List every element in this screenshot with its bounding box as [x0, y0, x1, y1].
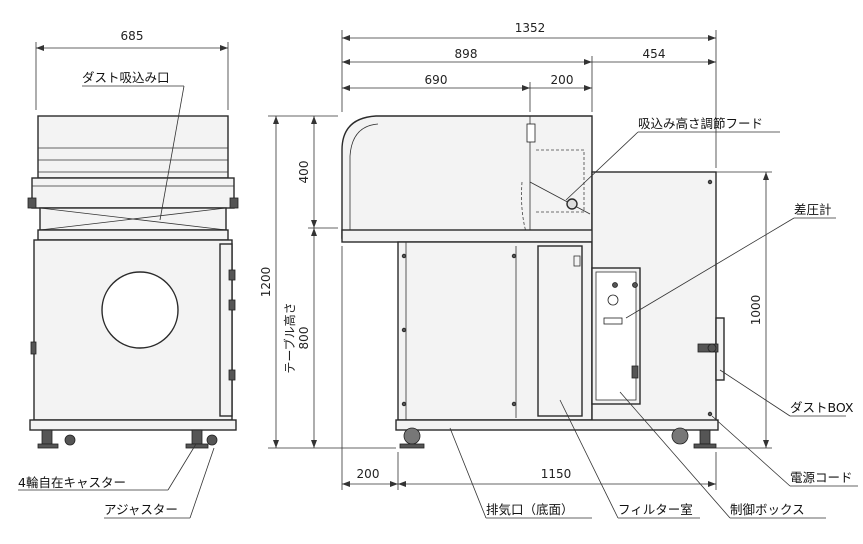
callout-suction-hood: 吸込み高さ調節フード [565, 116, 780, 201]
side-hood [341, 115, 593, 239]
side-filter-door [537, 245, 583, 417]
dim-hood-length: 690 200 [342, 73, 592, 112]
dim-bottom: 200 1150 [341, 246, 717, 490]
dim-hood-offset-label: 200 [551, 73, 574, 87]
callout-filter-room: フィルター室 [559, 399, 700, 519]
callout-exhaust: 排気口（底面） [449, 427, 592, 519]
dim-bottom-length-label: 1150 [541, 467, 572, 481]
dim-side-length-label: 454 [643, 47, 666, 61]
callout-diff-pressure: 差圧計 [625, 202, 836, 319]
dim-front-width: 685 [35, 29, 229, 110]
front-round-window [101, 271, 179, 349]
callout-caster: 4輪自在キャスター [18, 443, 197, 491]
callout-dust-box: ダストBOX [719, 369, 854, 417]
callout-adjuster: アジャスター [104, 447, 215, 519]
callout-control-box: 制御ボックス [619, 391, 826, 519]
label-adjuster: アジャスター [104, 502, 178, 517]
dim-bottom-offset-label: 200 [357, 467, 380, 481]
label-filter-room: フィルター室 [618, 502, 693, 517]
label-power-cord: 電源コード [790, 470, 853, 485]
label-caster: 4輪自在キャスター [18, 475, 126, 490]
callout-power-cord: 電源コード [711, 415, 858, 487]
label-control-box: 制御ボックス [730, 502, 805, 517]
front-hood [37, 115, 229, 179]
label-dust-box: ダストBOX [790, 400, 854, 415]
label-exhaust: 排気口（底面） [486, 502, 574, 517]
label-dust-inlet: ダスト吸込み口 [82, 70, 170, 85]
dim-box-height: 1000 [716, 171, 772, 449]
dim-hood-height-label: 400 [297, 161, 311, 184]
dim-table-height-caption: テーブル高さ [282, 302, 297, 373]
dim-total-height-label: 1200 [259, 267, 273, 298]
dim-table-height-label: 800 [297, 327, 311, 350]
dim-main-length-label: 898 [455, 47, 478, 61]
front-inlet-frame [31, 177, 235, 209]
dim-hood-length-label: 690 [425, 73, 448, 87]
dim-box-height-label: 1000 [749, 295, 763, 326]
dim-heights: 1200 400 800 テーブル高さ [259, 115, 396, 449]
label-suction-hood: 吸込み高さ調節フード [638, 116, 763, 131]
label-diff-pressure: 差圧計 [794, 202, 832, 217]
callout-dust-inlet: ダスト吸込み口 [82, 70, 185, 221]
dim-main-side-length: 898 454 [342, 47, 716, 112]
front-view [27, 115, 239, 449]
side-view [341, 115, 725, 449]
side-table-top [341, 229, 595, 243]
dim-overall-length-label: 1352 [515, 21, 546, 35]
front-caster-left [41, 429, 53, 445]
dim-overall-length: 1352 [341, 21, 717, 168]
dim-front-width-label: 685 [121, 29, 144, 43]
